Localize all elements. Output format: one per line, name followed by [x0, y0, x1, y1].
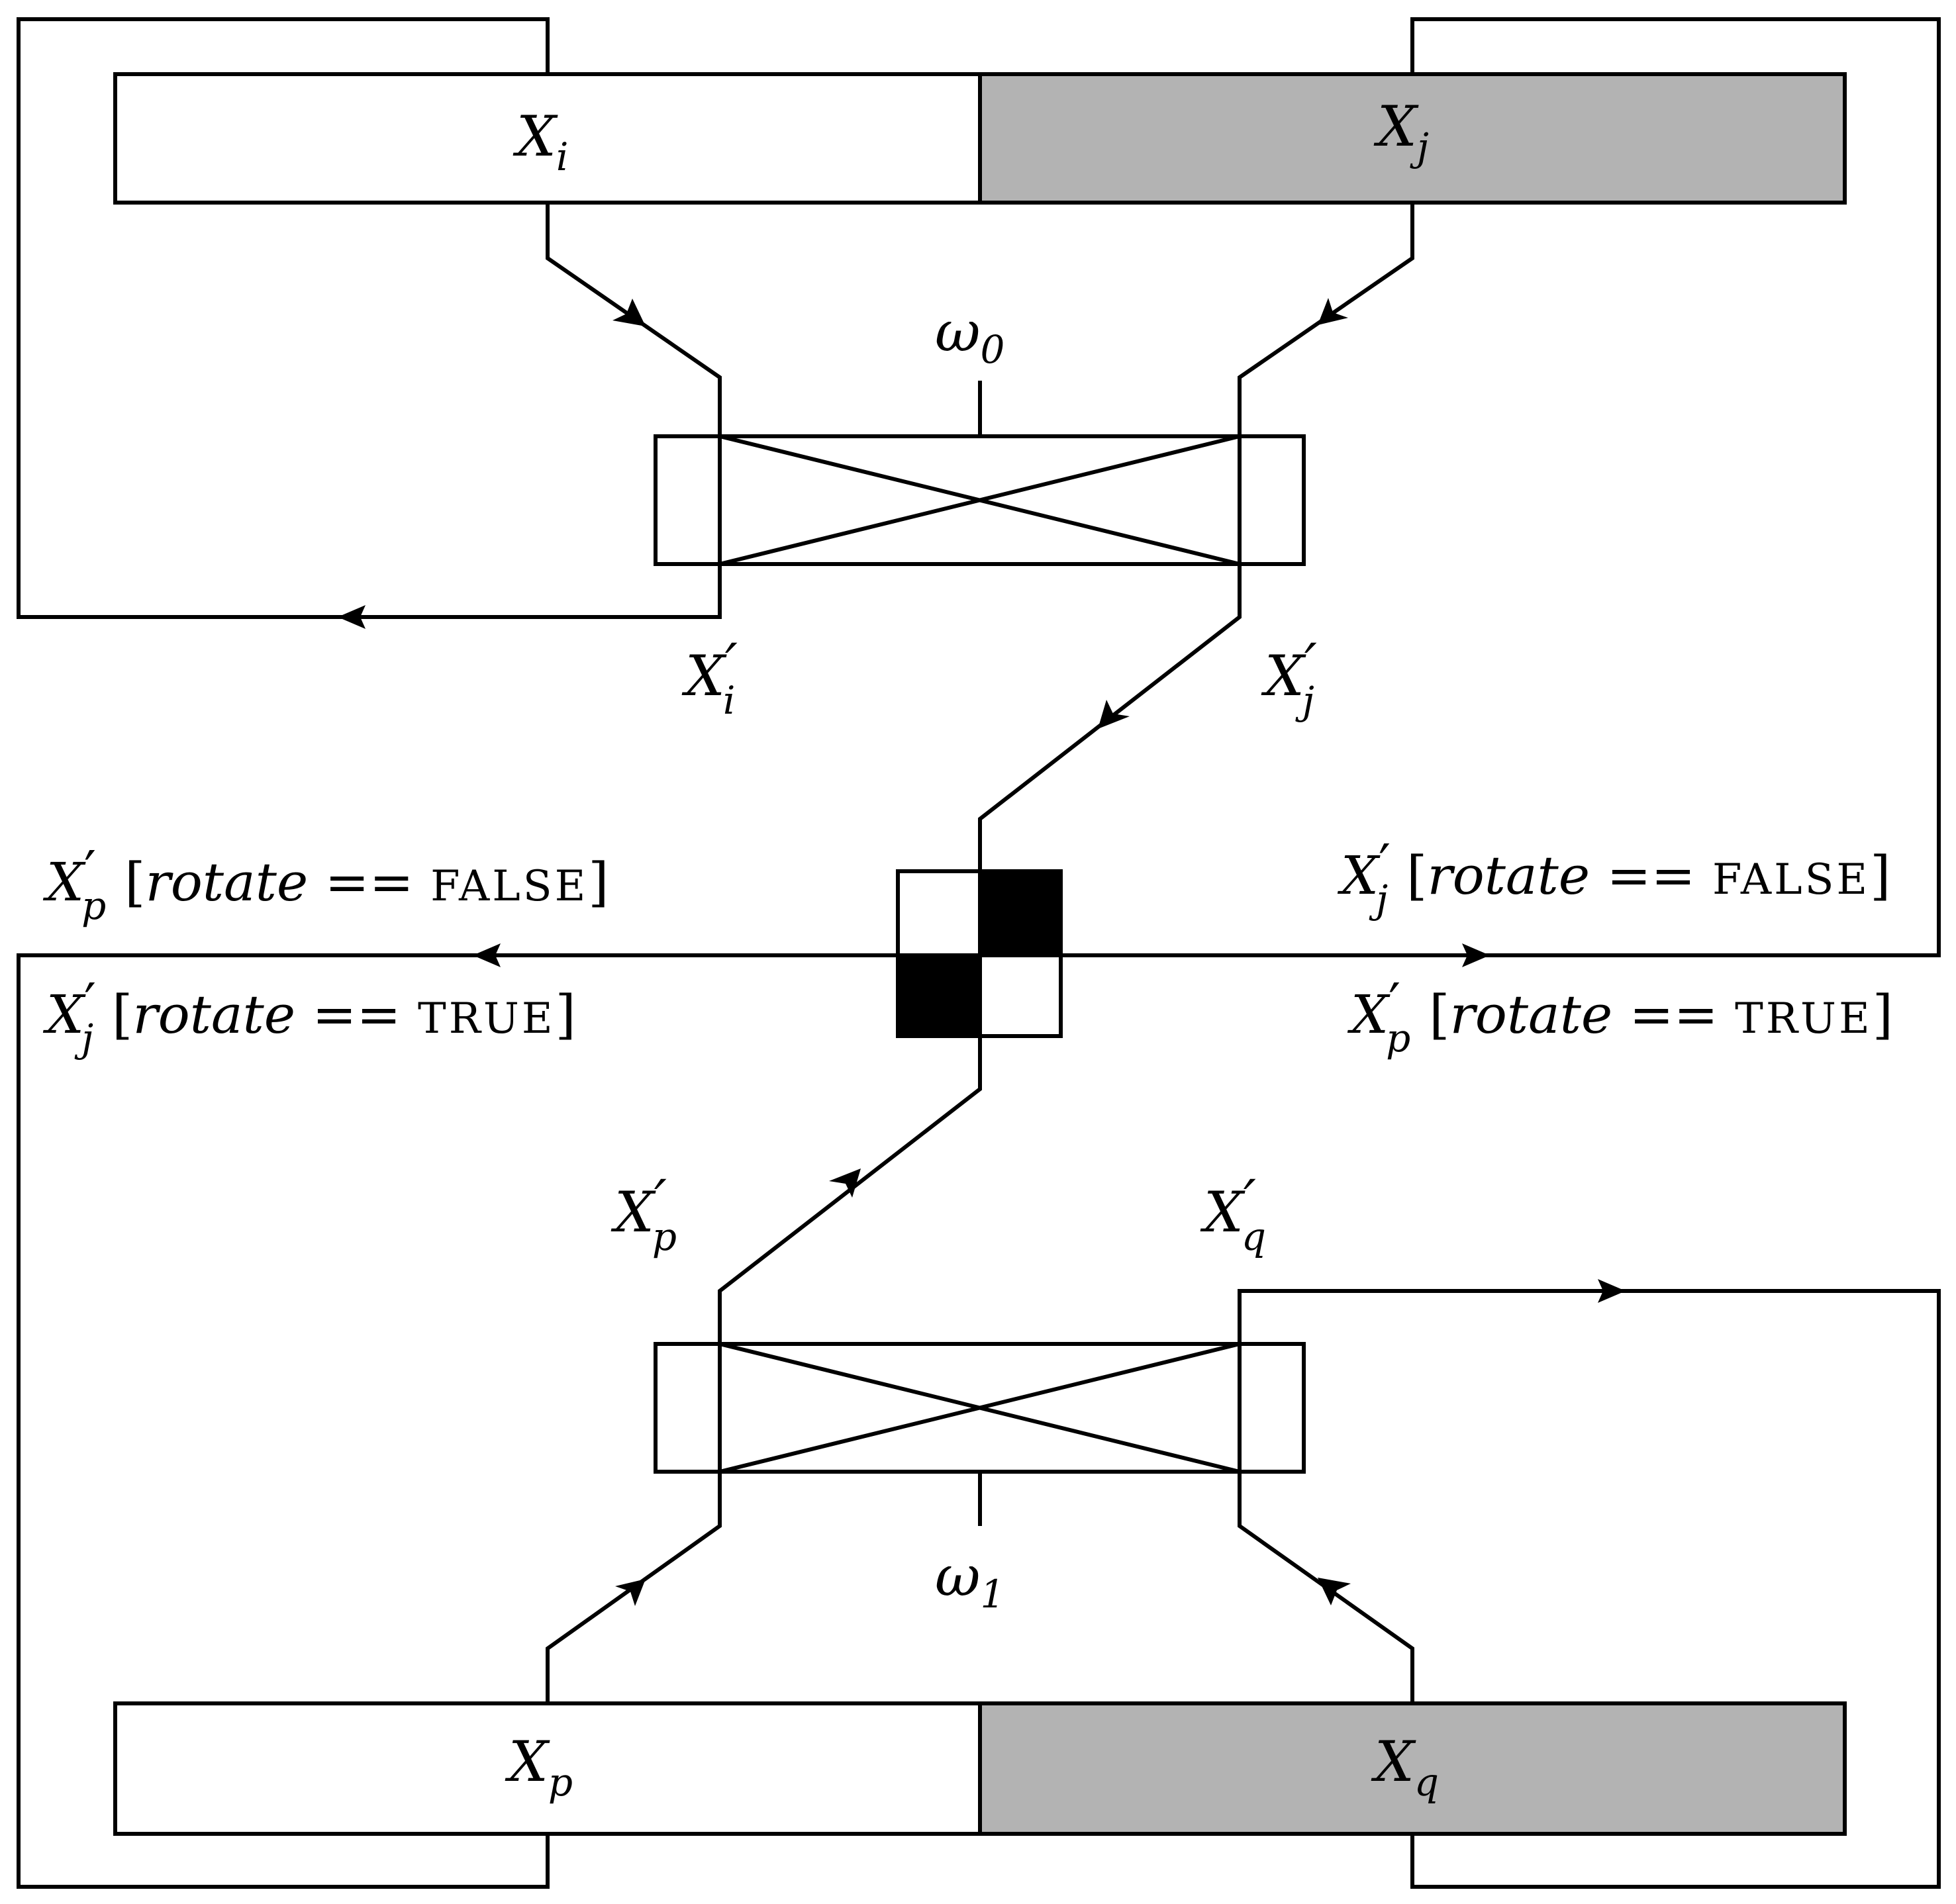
label-xq: Xq: [1371, 1729, 1439, 1805]
xp-to-mixer-arrow: [615, 1579, 646, 1606]
mixer-top-cross-b: [719, 434, 1240, 566]
cond-right-bottom: X′p[rotate == TRUE]: [1347, 972, 1893, 1061]
center-left-line: [17, 953, 898, 1889]
block-xj: [978, 72, 1847, 205]
block-xq: [978, 1701, 1847, 1836]
mixer-bottom-cross-b: [719, 1342, 1240, 1474]
label-xj-prime: X′j: [1261, 632, 1317, 723]
top-left-feedback-line: [17, 17, 722, 619]
xj-to-mixer-arrow: [1318, 298, 1348, 325]
label-omega-0: ω0: [935, 299, 1004, 372]
label-xp-prime: X′p: [611, 1168, 677, 1259]
xp-prime-to-switch-arrow: [829, 1168, 861, 1198]
center-left-arrow: [473, 943, 501, 967]
switch-cell-tr: [978, 869, 1063, 957]
xq-prime-feedback-arrow: [1598, 1279, 1626, 1303]
cond-left-bottom: X′j[rotate == TRUE]: [42, 972, 576, 1061]
switch-cell-br: [978, 953, 1063, 1038]
label-xi-prime: X′i: [681, 632, 738, 723]
switch-cell-bl: [896, 953, 982, 1038]
cond-right-top: X′j[rotate == FALSE]: [1337, 833, 1890, 922]
switch-cell-tl: [896, 869, 982, 957]
label-xq-prime: X′q: [1200, 1168, 1266, 1259]
center-right-arrow: [1462, 943, 1490, 967]
cond-left-top: X′p[rotate == FALSE]: [42, 839, 609, 928]
top-left-feedback-arrow: [338, 605, 366, 629]
xq-prime-feedback-line: [1238, 1289, 1941, 1889]
label-xi: Xi: [513, 104, 568, 179]
label-xp: Xp: [505, 1729, 573, 1805]
xq-to-mixer-arrow: [1318, 1578, 1351, 1605]
label-omega-1: ω1: [935, 1544, 1004, 1617]
xj-prime-to-switch-arrow: [1098, 700, 1130, 729]
xi-to-mixer-arrow: [612, 299, 646, 326]
block-xi: [113, 72, 982, 205]
